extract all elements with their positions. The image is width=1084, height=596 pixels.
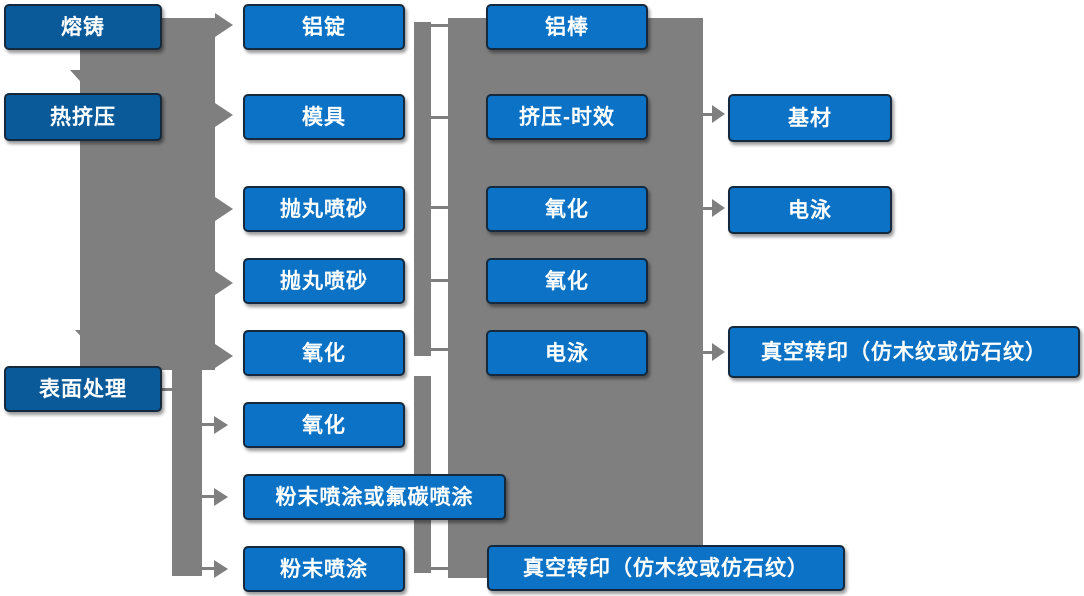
arrow-to-zhenkong-right — [712, 343, 728, 361]
node-rongzhu: 熔铸 — [4, 4, 162, 50]
node-biaomianchuli: 表面处理 — [4, 366, 162, 412]
connector-band-upper — [414, 22, 431, 356]
connector-trunk-surface — [172, 368, 202, 576]
arrow-down-to-rejiya — [70, 70, 106, 93]
arrow-to-dianyong2 — [712, 199, 728, 217]
node-yanghua4: 氧化 — [486, 258, 648, 304]
arrow-down-to-biaomian — [75, 330, 115, 355]
arrow-to-yanghua1 — [215, 344, 236, 368]
node-yanghua1: 氧化 — [243, 330, 405, 376]
stub-row2 — [431, 116, 448, 119]
arrow-to-paowan2 — [215, 271, 236, 295]
stub-row1 — [431, 24, 448, 27]
stub-surface — [162, 388, 172, 391]
stem-to-jicai — [703, 113, 712, 116]
arrow-to-fenmo — [214, 560, 231, 578]
node-fenmo: 粉末喷涂 — [243, 546, 405, 592]
node-jiya_shixiao: 挤压-时效 — [486, 94, 648, 140]
node-paowan1: 抛丸喷砂 — [243, 186, 405, 232]
stub-row3 — [431, 206, 448, 209]
node-jicai: 基材 — [728, 94, 892, 142]
stub-row4 — [431, 279, 448, 282]
arrow-to-yanghua2 — [214, 416, 231, 434]
node-lubang: 铝棒 — [486, 4, 648, 50]
stem-to-fenmo — [202, 567, 214, 570]
stub-row8 — [431, 567, 448, 570]
node-zhenkong_right: 真空转印（仿木纹或仿石纹） — [728, 326, 1080, 378]
stem-to-zhenkong-right — [703, 351, 712, 354]
arrow-to-fenmo-futan — [214, 488, 231, 506]
stem-to-yanghua2 — [202, 423, 214, 426]
stub-row5 — [431, 348, 448, 351]
node-yanghua3: 氧化 — [486, 186, 648, 232]
arrow-to-paowan1 — [215, 197, 236, 221]
node-yanghua2: 氧化 — [243, 402, 405, 448]
arrow-to-muju — [215, 103, 236, 127]
node-luding: 铝锭 — [243, 4, 405, 50]
node-zhenkong_bottom: 真空转印（仿木纹或仿石纹） — [487, 545, 845, 591]
arrow-to-jicai — [712, 105, 728, 123]
arrow-to-luding — [215, 13, 236, 37]
node-muju: 模具 — [243, 94, 405, 140]
stem-to-dianyong2 — [703, 207, 712, 210]
node-rejiya: 热挤压 — [4, 93, 162, 141]
stem-to-fenmo-futan — [202, 495, 214, 498]
node-dianyong1: 电泳 — [486, 330, 648, 376]
node-fenmo_futan: 粉末喷涂或氟碳喷涂 — [243, 474, 506, 520]
node-dianyong2: 电泳 — [728, 186, 892, 234]
node-paowan2: 抛丸喷砂 — [243, 258, 405, 304]
